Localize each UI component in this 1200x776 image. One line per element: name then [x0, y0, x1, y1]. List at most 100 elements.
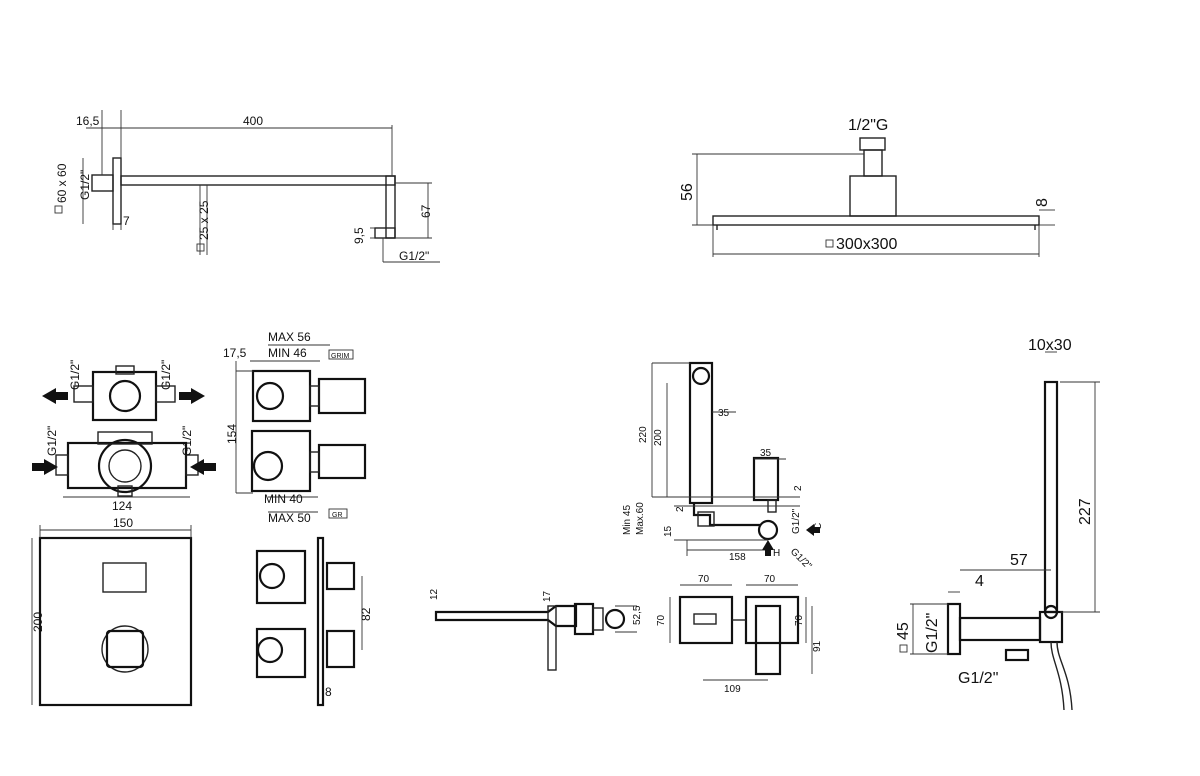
dim-109: 109 — [724, 684, 741, 695]
dim-head-thread: 1/2"G — [848, 117, 888, 134]
dim-227: 227 — [1077, 498, 1094, 525]
tag-grim: GRIM — [331, 353, 349, 360]
dim-91: 91 — [812, 640, 823, 652]
head-nipple — [859, 137, 886, 151]
g12-hand-a: G1/2" — [924, 613, 941, 653]
dim-17-5: 17,5 — [223, 346, 247, 360]
g12-spout-a: G1/2" — [791, 508, 802, 534]
head-neck — [863, 149, 883, 177]
hand-shower-drawing: 10x30 227 57 4 45 G1/2" G1/2" — [895, 337, 1100, 711]
mixer-front — [754, 604, 782, 676]
side-plate — [316, 536, 325, 707]
dim-8-side: 8 — [325, 685, 332, 699]
spout-side — [434, 604, 578, 628]
dim-70-top-left: 70 — [698, 574, 710, 585]
dim-15: 15 — [663, 525, 674, 537]
g12-top-left: G1/2" — [68, 360, 82, 390]
dim-70-left: 70 — [656, 614, 667, 626]
shower-head-drawing: 1/2"G 56 8 300x300 — [679, 117, 1055, 257]
arrow-in-right — [190, 459, 204, 475]
dim-min45: Min 45 — [622, 505, 633, 535]
hand-shower-handle — [1043, 380, 1059, 614]
dim-17: 17 — [542, 590, 553, 602]
dim-2-right: 2 — [793, 485, 804, 491]
head-plate — [712, 215, 1040, 226]
dim-82: 82 — [359, 607, 373, 621]
label-c: C — [813, 523, 824, 530]
dim-35-mixer: 35 — [760, 448, 772, 459]
dim-max56: MAX 56 — [268, 330, 311, 344]
arm-thread — [91, 174, 114, 192]
valve-side-drawing: 17,5 MAX 56 MIN 46 GRIM 154 MIN 40 MAX 5… — [223, 330, 373, 707]
dim-70-right: 70 — [794, 614, 805, 626]
side-upper — [251, 369, 312, 423]
dim-max60: Max.60 — [635, 502, 646, 535]
g12-top-right: G1/2" — [159, 360, 173, 390]
dim-25x25: 25 x 25 — [197, 200, 211, 240]
cover-plate — [38, 536, 193, 707]
g12-mid-right: G1/2" — [180, 426, 194, 456]
outlet-thread — [1004, 648, 1030, 662]
dim-300x300: 300x300 — [836, 236, 897, 253]
dim-60x60: 60 x 60 — [55, 163, 69, 203]
dim-min40: MIN 40 — [264, 492, 303, 506]
dim-400: 400 — [243, 114, 263, 128]
dim-35-spout: 35 — [718, 408, 730, 419]
wall-rosette — [946, 602, 962, 656]
dim-16-5: 16,5 — [76, 114, 100, 128]
arrow-c — [806, 524, 814, 536]
g12-spout-b: G1/2" — [788, 546, 814, 572]
side-upper-cart — [317, 377, 367, 415]
arm-outlet — [374, 227, 396, 239]
dim-200-spout: 200 — [653, 429, 664, 446]
dim-2-left: 2 — [675, 506, 686, 512]
dim-7: 7 — [123, 214, 130, 228]
dim-12: 12 — [429, 588, 440, 600]
handle-top — [102, 562, 147, 593]
g12-hand-b: G1/2" — [958, 670, 998, 687]
dim-70-top-right: 70 — [764, 574, 776, 585]
plate-right — [744, 595, 800, 645]
head-joint — [849, 175, 897, 217]
arrow-in-left — [44, 459, 58, 475]
handle-main — [105, 629, 145, 669]
plate-left — [678, 595, 734, 645]
holder-joint — [1038, 610, 1064, 644]
dim-g12-outlet: G1/2" — [399, 249, 429, 263]
dim-9-5: 9,5 — [352, 227, 366, 244]
dim-8: 8 — [1034, 198, 1051, 207]
dim-220: 220 — [638, 426, 649, 443]
dim-56: 56 — [679, 183, 696, 201]
dim-200: 200 — [31, 612, 45, 632]
upper-body — [91, 370, 158, 422]
tag-gr: GR — [332, 512, 343, 519]
dim-min46: MIN 46 — [268, 346, 307, 360]
dim-g12-arm: G1/2" — [78, 170, 92, 200]
dim-67: 67 — [419, 204, 433, 218]
side-lower-cart — [317, 443, 367, 480]
wall-outlet — [958, 616, 1042, 642]
dim-10x30: 10x30 — [1028, 337, 1072, 354]
side-asm-upper — [255, 549, 307, 605]
arrow-h — [762, 540, 774, 550]
dim-158: 158 — [729, 552, 746, 563]
arrow-right-top — [191, 388, 205, 404]
label-h: H — [773, 548, 780, 559]
arrow-left-top — [42, 388, 56, 404]
knob-main — [325, 629, 356, 669]
mixer-body — [752, 456, 780, 502]
dim-max50: MAX 50 — [268, 511, 311, 525]
arm-tube — [120, 175, 396, 186]
dim-57: 57 — [1010, 552, 1028, 569]
dim-45: 45 — [895, 622, 912, 640]
spout-body — [688, 361, 714, 505]
dim-154: 154 — [225, 424, 239, 444]
spout-drawing: 220 200 35 35 2 2 Min 45 Max.60 15 158 G… — [429, 361, 824, 695]
valve-front-drawing: G1/2" G1/2" G1/2" G1/2" 124 150 200 — [31, 360, 216, 707]
side-asm-lower — [255, 627, 307, 679]
dim-150: 150 — [113, 516, 133, 530]
dim-4: 4 — [975, 573, 984, 590]
knob-top — [325, 561, 356, 591]
